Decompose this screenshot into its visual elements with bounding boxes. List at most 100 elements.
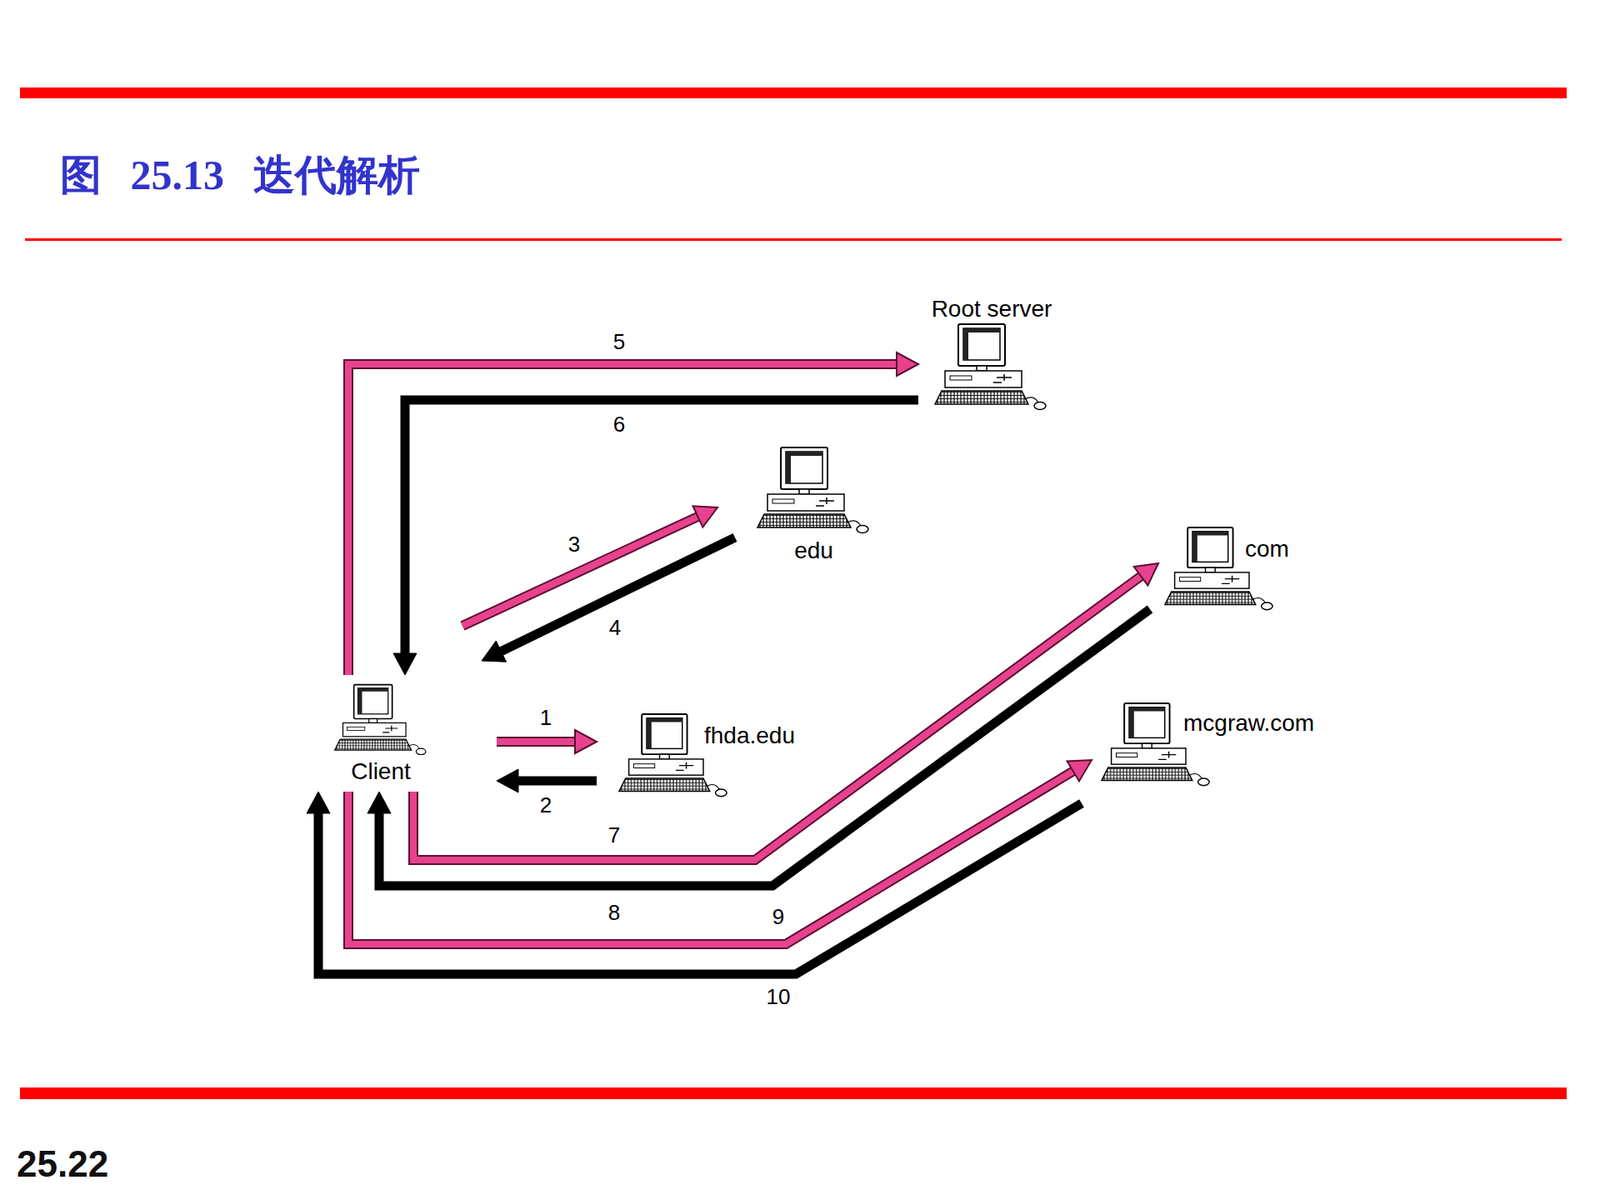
- unit-detail: [675, 762, 694, 771]
- monitor-case: [1187, 527, 1233, 568]
- arrow-body: [348, 364, 899, 675]
- bottom-bar: [20, 1087, 1567, 1100]
- system-unit: [1111, 748, 1186, 765]
- arrow-outline: [413, 575, 1143, 860]
- keyboard: [619, 778, 710, 791]
- arrow-head: [1134, 563, 1159, 586]
- server-host: edu: [755, 445, 873, 565]
- server-host: fhda.edu: [617, 712, 795, 801]
- page-number: 25.22: [16, 1143, 109, 1185]
- mouse: [1261, 602, 1274, 610]
- arrow-outline: [348, 364, 899, 675]
- disk-drive: [1179, 577, 1200, 582]
- screen-shade: [1192, 531, 1229, 563]
- host-label: Client: [350, 758, 411, 785]
- monitor-screen: [1192, 531, 1229, 563]
- mouse-cord: [706, 784, 720, 790]
- system-unit: [629, 759, 704, 775]
- unit-detail: [1221, 575, 1240, 585]
- computer-icon: [933, 322, 1050, 415]
- response-arrow: [481, 537, 735, 662]
- step-number: 1: [537, 705, 555, 730]
- monitor-case: [958, 324, 1005, 366]
- computer-icon: [333, 683, 430, 759]
- disk-drive: [346, 726, 365, 730]
- step-number: 7: [605, 823, 623, 847]
- arrow-head: [693, 505, 718, 527]
- step-number: 2: [537, 793, 555, 817]
- title-rule: [25, 238, 1562, 241]
- monitor-screen: [785, 451, 823, 484]
- query-arrow: [348, 352, 919, 675]
- arrow-head: [1067, 760, 1092, 781]
- screen-shade: [963, 328, 1000, 360]
- mouse: [415, 748, 426, 755]
- server-host: Client: [310, 683, 452, 785]
- keyboard: [935, 390, 1029, 405]
- monitor-screen: [646, 718, 683, 750]
- monitor-neck: [799, 489, 810, 495]
- system-unit: [1175, 572, 1250, 589]
- mouse: [715, 789, 728, 797]
- mouse-cord: [1189, 773, 1203, 779]
- monitor-neck: [368, 719, 377, 724]
- keyboard: [757, 514, 851, 528]
- arrow-body: [318, 803, 1082, 975]
- monitor-neck: [1205, 567, 1216, 573]
- screen-shade: [646, 718, 683, 750]
- monitor-case: [641, 714, 687, 755]
- monitor-case: [353, 685, 392, 720]
- monitor-screen: [963, 328, 1000, 360]
- monitor-neck: [660, 754, 670, 760]
- step-number: 8: [605, 900, 623, 925]
- arrow-outline: [496, 736, 577, 747]
- monitor-screen: [357, 688, 388, 715]
- keyboard: [1101, 767, 1193, 780]
- mouse-cord: [408, 744, 420, 749]
- unit-detail: [993, 374, 1012, 383]
- figure-title: 图 25.13 迭代解析: [60, 150, 420, 200]
- arrow-outline: [348, 770, 1075, 945]
- arrow-head: [367, 791, 391, 814]
- response-arrow: [306, 791, 1082, 975]
- monitor-neck: [1142, 743, 1153, 749]
- host-label: mcgraw.com: [1183, 710, 1315, 737]
- host-label: Root server: [931, 295, 1053, 323]
- query-arrow: [348, 760, 1092, 945]
- monitor-neck: [976, 365, 987, 371]
- screen-shade: [785, 451, 823, 484]
- mouse-cord: [847, 520, 861, 526]
- arrow-head: [306, 791, 330, 814]
- arrow-body: [405, 400, 919, 655]
- arrow-body: [516, 776, 597, 786]
- mouse: [856, 525, 869, 534]
- unit-detail: [382, 725, 398, 733]
- system-unit: [342, 722, 406, 736]
- query-arrow: [496, 730, 597, 754]
- step-number: 3: [565, 532, 583, 556]
- mouse: [1034, 402, 1046, 410]
- system-unit: [945, 370, 1022, 388]
- host-label: com: [1245, 535, 1290, 563]
- step-number: 4: [606, 615, 624, 640]
- disk-drive: [633, 764, 655, 769]
- arrow-body: [413, 575, 1143, 860]
- computer-icon: [755, 445, 873, 538]
- step-number: 10: [764, 985, 794, 1009]
- disk-drive: [950, 375, 972, 380]
- disk-drive: [772, 499, 795, 504]
- monitor-case: [780, 447, 828, 490]
- arrow-body: [496, 738, 577, 745]
- arrow-body: [348, 770, 1075, 945]
- host-label: fhda.edu: [704, 722, 795, 750]
- host-label: edu: [794, 537, 834, 565]
- arrow-body: [500, 537, 735, 652]
- mouse: [1198, 778, 1210, 786]
- arrow-body: [379, 609, 1150, 886]
- monitor-screen: [1129, 707, 1165, 739]
- unit-detail: [815, 497, 835, 506]
- mouse-cord: [1252, 597, 1266, 603]
- arrow-head: [496, 769, 519, 793]
- arrow-head: [896, 352, 919, 376]
